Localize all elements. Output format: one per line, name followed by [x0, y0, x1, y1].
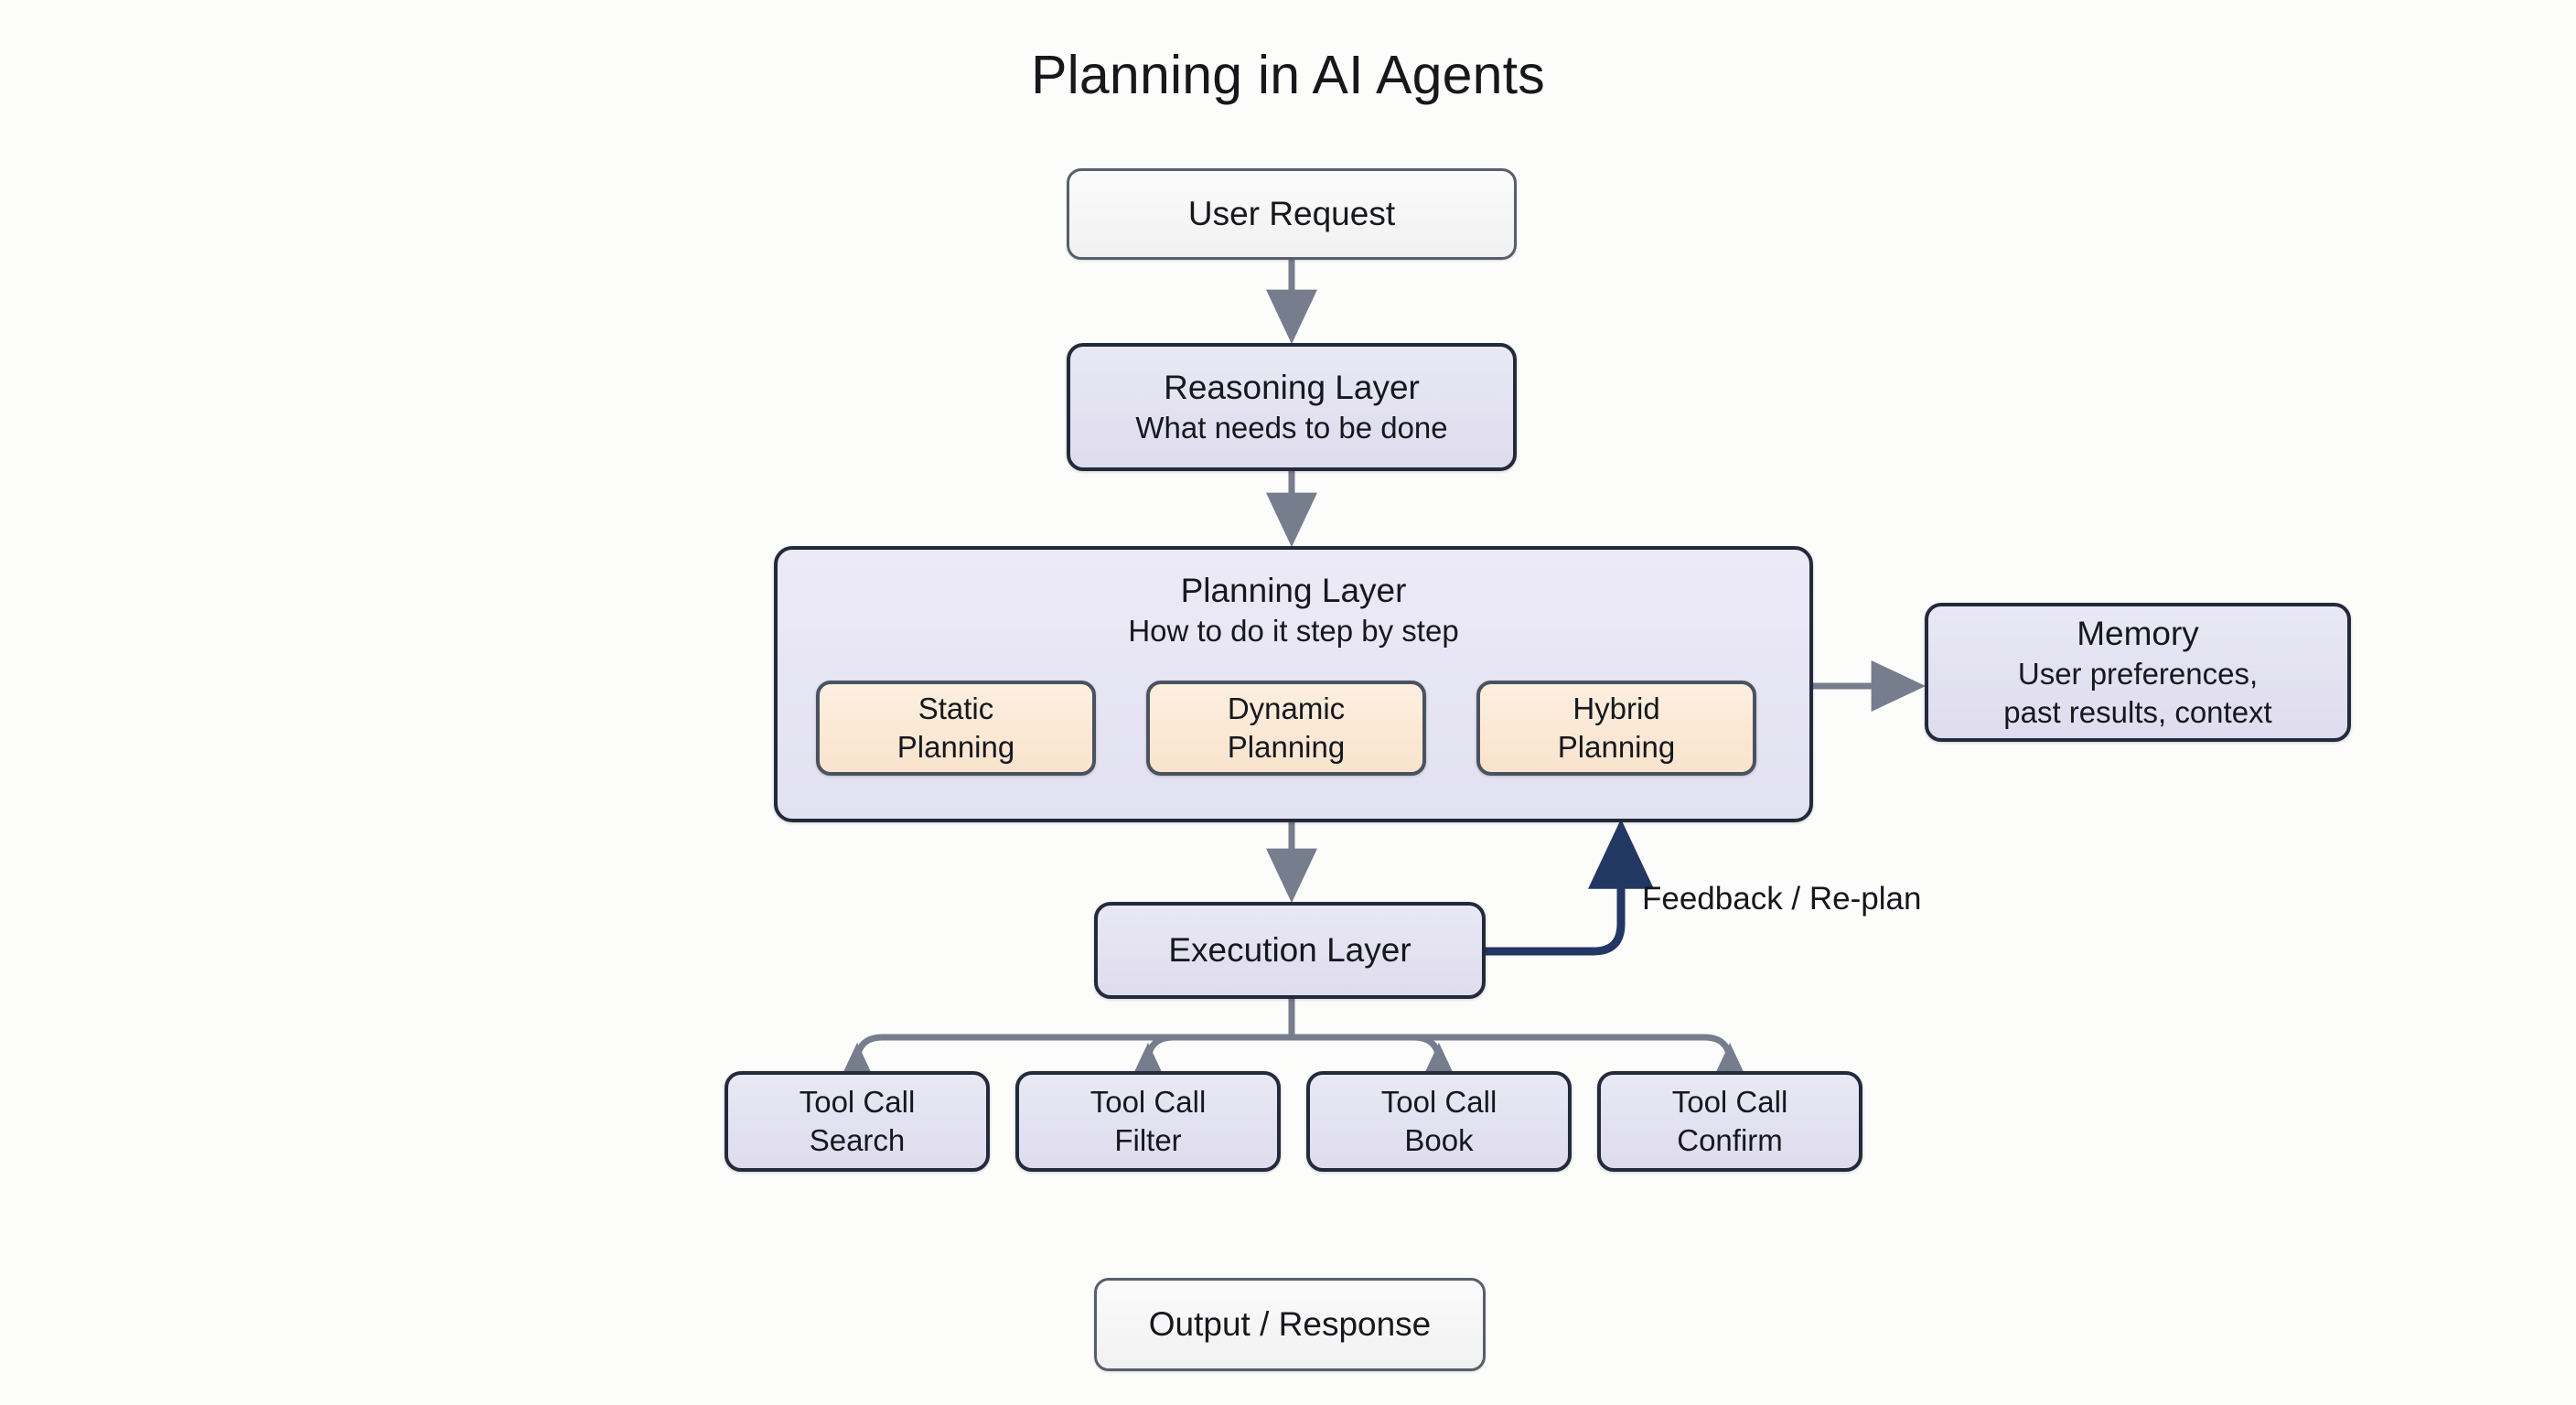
edge-execution-to-tool-confirm: [1292, 1034, 1755, 1098]
edge-execution-to-tool-filter: [1122, 1034, 1292, 1098]
node-reasoning-layer-subtitle: What needs to be done: [1135, 411, 1448, 445]
node-tool-call-confirm[interactable]: Tool Call Confirm: [1597, 1071, 1862, 1172]
node-hybrid-planning-line2: Planning: [1557, 730, 1676, 764]
node-planning-layer-subtitle: How to do it step by step: [1128, 614, 1459, 648]
node-user-request-label: User Request: [1187, 195, 1396, 232]
node-static-planning-line2: Planning: [896, 730, 1015, 764]
node-tool-call-book-line2: Book: [1404, 1123, 1474, 1157]
node-dynamic-planning-line2: Planning: [1227, 730, 1346, 764]
node-execution-layer-label: Execution Layer: [1168, 931, 1411, 969]
node-tool-call-filter-line2: Filter: [1114, 1123, 1182, 1157]
edge-feedback-replan: [1481, 819, 1654, 956]
node-dynamic-planning[interactable]: Dynamic Planning: [1146, 681, 1426, 776]
node-output-response[interactable]: Output / Response: [1094, 1278, 1486, 1371]
node-static-planning[interactable]: Static Planning: [816, 681, 1096, 776]
node-tool-call-filter[interactable]: Tool Call Filter: [1015, 1071, 1281, 1172]
node-dynamic-planning-line1: Dynamic: [1227, 692, 1346, 725]
node-tool-call-book[interactable]: Tool Call Book: [1306, 1071, 1572, 1172]
node-hybrid-planning-line1: Hybrid: [1572, 692, 1660, 725]
node-memory-line3: past results, context: [2003, 695, 2272, 729]
node-execution-layer[interactable]: Execution Layer: [1094, 902, 1486, 999]
page-title: Planning in AI Agents: [1031, 45, 1545, 105]
node-output-response-label: Output / Response: [1148, 1305, 1432, 1343]
node-tool-call-search[interactable]: Tool Call Search: [724, 1071, 990, 1172]
node-memory-title: Memory: [2077, 615, 2199, 652]
node-hybrid-planning[interactable]: Hybrid Planning: [1476, 681, 1756, 776]
node-memory-line2: User preferences,: [2017, 657, 2259, 691]
node-tool-call-filter-line1: Tool Call: [1089, 1085, 1207, 1119]
node-tool-call-confirm-line2: Confirm: [1677, 1123, 1783, 1157]
node-tool-call-search-line1: Tool Call: [799, 1085, 916, 1119]
node-reasoning-layer-title: Reasoning Layer: [1164, 369, 1420, 406]
node-tool-call-search-line2: Search: [809, 1123, 906, 1157]
node-user-request[interactable]: User Request: [1067, 168, 1517, 260]
node-memory[interactable]: Memory User preferences, past results, c…: [1925, 603, 2351, 742]
edge-label-feedback-replan: Feedback / Re-plan: [1642, 881, 1922, 917]
node-tool-call-confirm-line1: Tool Call: [1671, 1085, 1788, 1119]
node-planning-layer-title: Planning Layer: [1180, 572, 1407, 609]
edge-execution-to-tool-book: [1292, 1034, 1465, 1098]
edge-execution-to-tool-search: [832, 1034, 1292, 1098]
node-reasoning-layer[interactable]: Reasoning Layer What needs to be done: [1067, 343, 1517, 471]
node-tool-call-book-line1: Tool Call: [1380, 1085, 1497, 1119]
node-static-planning-line1: Static: [918, 692, 994, 725]
